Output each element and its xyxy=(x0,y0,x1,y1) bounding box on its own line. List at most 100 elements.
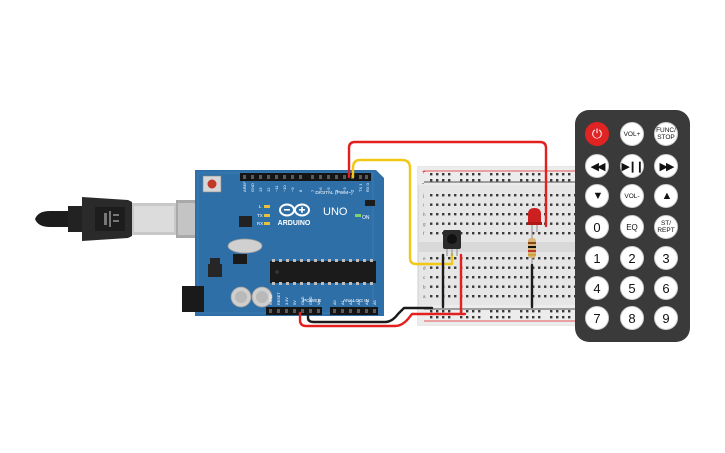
breadboard-hole[interactable] xyxy=(466,316,469,319)
breadboard-hole[interactable] xyxy=(472,203,475,206)
breadboard-hole[interactable] xyxy=(466,285,469,288)
breadboard-hole[interactable] xyxy=(514,222,517,225)
breadboard-hole[interactable] xyxy=(472,232,475,235)
breadboard-hole[interactable] xyxy=(526,194,529,197)
breadboard-hole[interactable] xyxy=(532,232,535,235)
breadboard-hole[interactable] xyxy=(490,213,493,216)
breadboard-hole[interactable] xyxy=(448,194,451,197)
breadboard-hole[interactable] xyxy=(550,222,553,225)
breadboard-hole[interactable] xyxy=(490,232,493,235)
breadboard-hole[interactable] xyxy=(526,310,529,313)
breadboard-hole[interactable] xyxy=(556,310,559,313)
breadboard-hole[interactable] xyxy=(568,232,571,235)
breadboard-hole[interactable] xyxy=(436,222,439,225)
breadboard-hole[interactable] xyxy=(430,179,433,182)
breadboard-hole[interactable] xyxy=(514,232,517,235)
breadboard-hole[interactable] xyxy=(448,173,451,176)
breadboard-hole[interactable] xyxy=(508,173,511,176)
breadboard-hole[interactable] xyxy=(448,310,451,313)
digit-0-button[interactable]: 0 xyxy=(585,215,609,239)
breadboard-hole[interactable] xyxy=(562,194,565,197)
breadboard-hole[interactable] xyxy=(550,213,553,216)
breadboard-hole[interactable] xyxy=(532,203,535,206)
usb-cable[interactable] xyxy=(35,197,210,241)
breadboard-hole[interactable] xyxy=(478,173,481,176)
breadboard-hole[interactable] xyxy=(460,203,463,206)
breadboard-hole[interactable] xyxy=(466,310,469,313)
breadboard-hole[interactable] xyxy=(466,173,469,176)
breadboard-hole[interactable] xyxy=(472,257,475,260)
breadboard-hole[interactable] xyxy=(460,232,463,235)
breadboard-hole[interactable] xyxy=(556,179,559,182)
breadboard-hole[interactable] xyxy=(538,232,541,235)
breadboard-hole[interactable] xyxy=(496,295,499,298)
breadboard-hole[interactable] xyxy=(430,173,433,176)
breadboard-hole[interactable] xyxy=(484,295,487,298)
breadboard-hole[interactable] xyxy=(532,173,535,176)
breadboard-hole[interactable] xyxy=(550,203,553,206)
breadboard-hole[interactable] xyxy=(526,295,529,298)
breadboard-hole[interactable] xyxy=(466,295,469,298)
breadboard-hole[interactable] xyxy=(520,295,523,298)
wires[interactable] xyxy=(298,140,548,328)
breadboard-hole[interactable] xyxy=(502,213,505,216)
down-button[interactable]: ▼ xyxy=(585,184,609,208)
breadboard-hole[interactable] xyxy=(430,213,433,216)
breadboard-hole[interactable] xyxy=(562,232,565,235)
breadboard-hole[interactable] xyxy=(472,222,475,225)
breadboard-hole[interactable] xyxy=(454,295,457,298)
breadboard-hole[interactable] xyxy=(454,266,457,269)
resistor[interactable] xyxy=(528,232,536,264)
breadboard-hole[interactable] xyxy=(430,285,433,288)
digit-5-button[interactable]: 5 xyxy=(620,276,644,300)
breadboard-hole[interactable] xyxy=(496,276,499,279)
breadboard-hole[interactable] xyxy=(448,257,451,260)
breadboard-hole[interactable] xyxy=(556,173,559,176)
breadboard-hole[interactable] xyxy=(484,222,487,225)
breadboard-hole[interactable] xyxy=(556,316,559,319)
digit-8-button[interactable]: 8 xyxy=(620,306,644,330)
breadboard-hole[interactable] xyxy=(508,222,511,225)
breadboard-hole[interactable] xyxy=(520,310,523,313)
rewind-button[interactable]: ◀◀ xyxy=(585,154,609,178)
breadboard-hole[interactable] xyxy=(556,203,559,206)
breadboard-hole[interactable] xyxy=(478,222,481,225)
breadboard-hole[interactable] xyxy=(436,179,439,182)
breadboard-hole[interactable] xyxy=(550,173,553,176)
breadboard-hole[interactable] xyxy=(490,316,493,319)
breadboard-hole[interactable] xyxy=(448,179,451,182)
breadboard-hole[interactable] xyxy=(526,285,529,288)
breadboard-hole[interactable] xyxy=(520,316,523,319)
breadboard-hole[interactable] xyxy=(544,232,547,235)
breadboard-hole[interactable] xyxy=(538,173,541,176)
breadboard-hole[interactable] xyxy=(508,266,511,269)
breadboard-hole[interactable] xyxy=(472,310,475,313)
digit-6-button[interactable]: 6 xyxy=(654,276,678,300)
breadboard-hole[interactable] xyxy=(526,173,529,176)
breadboard-hole[interactable] xyxy=(538,310,541,313)
up-button[interactable]: ▲ xyxy=(654,184,678,208)
breadboard-hole[interactable] xyxy=(430,266,433,269)
breadboard-hole[interactable] xyxy=(556,213,559,216)
play-pause-button[interactable]: ▶❙❙ xyxy=(620,154,644,178)
breadboard-hole[interactable] xyxy=(568,266,571,269)
breadboard-hole[interactable] xyxy=(562,222,565,225)
breadboard-hole[interactable] xyxy=(508,310,511,313)
breadboard-hole[interactable] xyxy=(436,266,439,269)
fast-forward-button[interactable]: ▶▶ xyxy=(654,154,678,178)
breadboard-hole[interactable] xyxy=(430,257,433,260)
breadboard-hole[interactable] xyxy=(496,257,499,260)
breadboard-hole[interactable] xyxy=(436,276,439,279)
breadboard-hole[interactable] xyxy=(466,194,469,197)
breadboard-hole[interactable] xyxy=(478,276,481,279)
breadboard-hole[interactable] xyxy=(568,257,571,260)
breadboard-hole[interactable] xyxy=(568,194,571,197)
breadboard-hole[interactable] xyxy=(430,232,433,235)
breadboard-hole[interactable] xyxy=(562,266,565,269)
breadboard-hole[interactable] xyxy=(448,295,451,298)
breadboard-hole[interactable] xyxy=(556,257,559,260)
breadboard-hole[interactable] xyxy=(496,310,499,313)
breadboard-hole[interactable] xyxy=(466,276,469,279)
breadboard-hole[interactable] xyxy=(472,194,475,197)
breadboard-hole[interactable] xyxy=(520,173,523,176)
